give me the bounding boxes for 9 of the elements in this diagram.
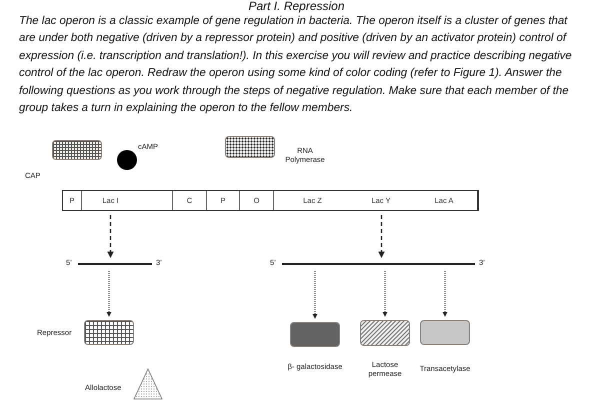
arrow: [442, 270, 448, 317]
arrow: [106, 270, 112, 317]
arrow: [107, 215, 114, 258]
operon-dna-bar: [62, 190, 479, 211]
instructions-paragraph: The lac operon is a classic example of gene regulation in bacteria. The operon itself is a cluster of genes that are under both negative (driven by a repressor protein) and positive (driven by an activator protein) control of expression (i.e. transcription and translation!). In this exercise you will review and practice describing negative control of the lac operon. Redraw the operon using some kind of color coding (refer to Figure 1). Answer the following questions as you work through the steps of negative regulation. Make sure that each member of the group takes a turn in explaining the operon to the fellow members.: [19, 14, 573, 116]
heading: Part I. Repression: [247, 0, 346, 12]
arrow: [312, 270, 318, 319]
arrow: [378, 215, 385, 258]
arrow: [382, 270, 388, 317]
